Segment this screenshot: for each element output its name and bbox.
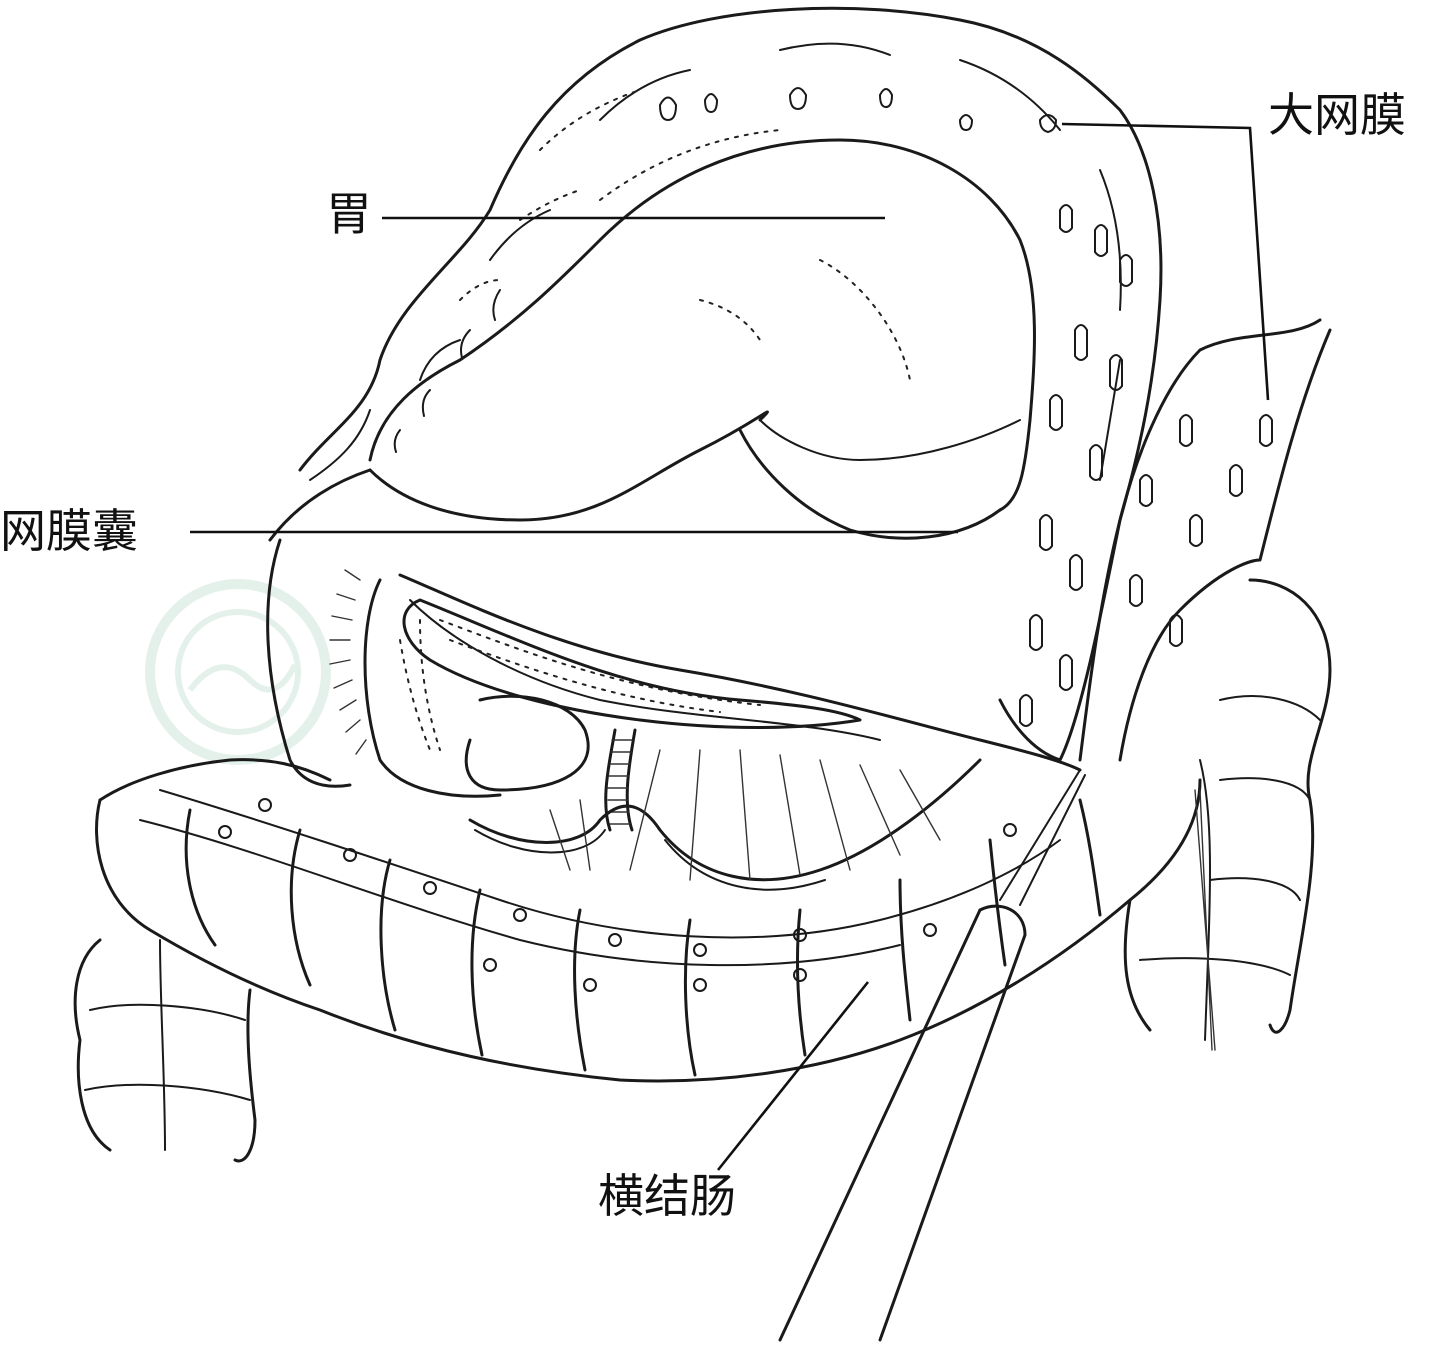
retractor-instrument — [778, 769, 1086, 1342]
colon-shape — [73, 578, 1332, 1163]
watermark-seal — [145, 579, 331, 765]
label-omental-bursa: 网膜囊 — [0, 504, 138, 558]
omentum-flap-shape — [998, 318, 1332, 762]
leader-greater-omentum — [1061, 122, 1270, 401]
label-stomach: 胃 — [326, 187, 372, 241]
omental-bursa-shape — [266, 468, 1082, 891]
greater-omentum-shape — [298, 6, 1163, 762]
leader-transverse-colon — [716, 981, 870, 1171]
stomach-shape — [368, 138, 1036, 540]
label-transverse-colon: 横结肠 — [598, 1169, 736, 1223]
label-greater-omentum: 大网膜 — [1268, 88, 1406, 142]
label-leaders — [190, 122, 1270, 1171]
